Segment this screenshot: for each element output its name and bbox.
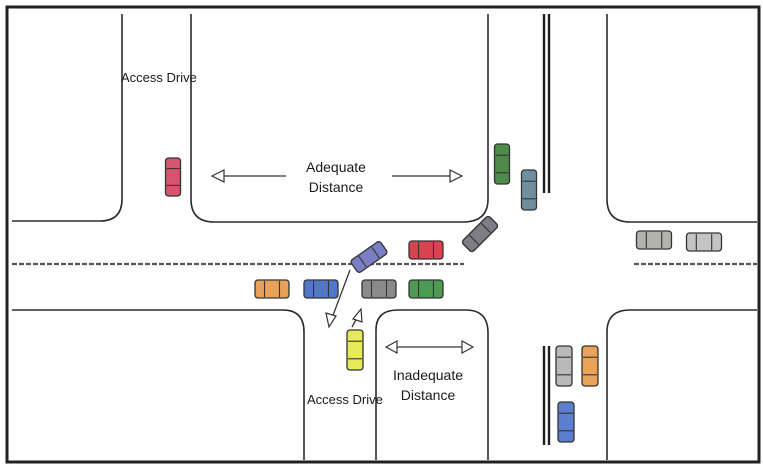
car-blue-eastbound: [303, 279, 339, 299]
car-yellow-access-drive: [346, 329, 364, 371]
arrowhead-left-icon: [210, 169, 225, 183]
car-window-line: [480, 223, 491, 234]
car-body: [461, 215, 499, 253]
car-blue-purple-turning: [350, 241, 388, 273]
car-body: [408, 240, 444, 260]
curb-bottom-right: [606, 309, 757, 460]
diagram-border: [5, 5, 761, 464]
adequate-distance-arrow: [210, 169, 464, 183]
car-body: [555, 345, 573, 387]
car-darkgray-eastbound: [361, 279, 397, 299]
road-edges: [12, 14, 757, 460]
car-window-line: [358, 255, 367, 268]
arrowhead-up-icon: [351, 307, 363, 323]
car-body: [408, 279, 444, 299]
car-pink-access-drive: [164, 157, 182, 197]
car-body: [254, 279, 290, 299]
car-body: [164, 157, 182, 197]
inadequate-distance-label: Distance: [401, 387, 456, 403]
car-window-line: [469, 234, 480, 245]
car-window-line: [371, 246, 380, 259]
car-body: [635, 230, 673, 250]
turning-path-arrows: [325, 269, 363, 329]
car-orange-eastbound: [254, 279, 290, 299]
vehicles-layer: [164, 143, 723, 443]
car-green-eastbound: [408, 279, 444, 299]
car-blue-southbound: [557, 401, 575, 443]
car-gray-east-2: [685, 232, 723, 252]
car-gray-southbound: [555, 345, 573, 387]
car-body: [520, 169, 538, 211]
car-body: [685, 232, 723, 252]
car-body: [350, 241, 388, 273]
access-drive-label-top: Access Drive: [121, 70, 197, 85]
car-body: [581, 345, 599, 387]
arrowhead-down-icon: [325, 312, 337, 329]
inadequate-distance-arrow: [384, 339, 475, 355]
curb-bottom-middle: [375, 309, 489, 460]
curb-bottom-left: [12, 309, 305, 460]
car-red-westbound: [408, 240, 444, 260]
adequate-distance-label: Distance: [309, 179, 364, 195]
arrowhead-right-icon: [461, 339, 475, 355]
adequate-label: Adequate: [306, 159, 366, 175]
curb-top-right: [606, 14, 757, 223]
inadequate-label: Inadequate: [393, 367, 463, 383]
curb-top-left: [12, 14, 123, 222]
car-body: [346, 329, 364, 371]
car-body: [557, 401, 575, 443]
curb-top-middle: [190, 14, 489, 223]
car-body: [493, 143, 511, 185]
median-lines: [542, 14, 551, 445]
car-slate-northbound: [520, 169, 538, 211]
arrowhead-right-icon: [449, 169, 464, 183]
car-body: [303, 279, 339, 299]
car-gray-east-1: [635, 230, 673, 250]
car-green-northbound: [493, 143, 511, 185]
car-body: [361, 279, 397, 299]
access-drive-label-bottom: Access Drive: [307, 392, 383, 407]
car-orange-southbound: [581, 345, 599, 387]
car-gray-turning: [461, 215, 499, 253]
arrowhead-left-icon: [384, 339, 398, 355]
